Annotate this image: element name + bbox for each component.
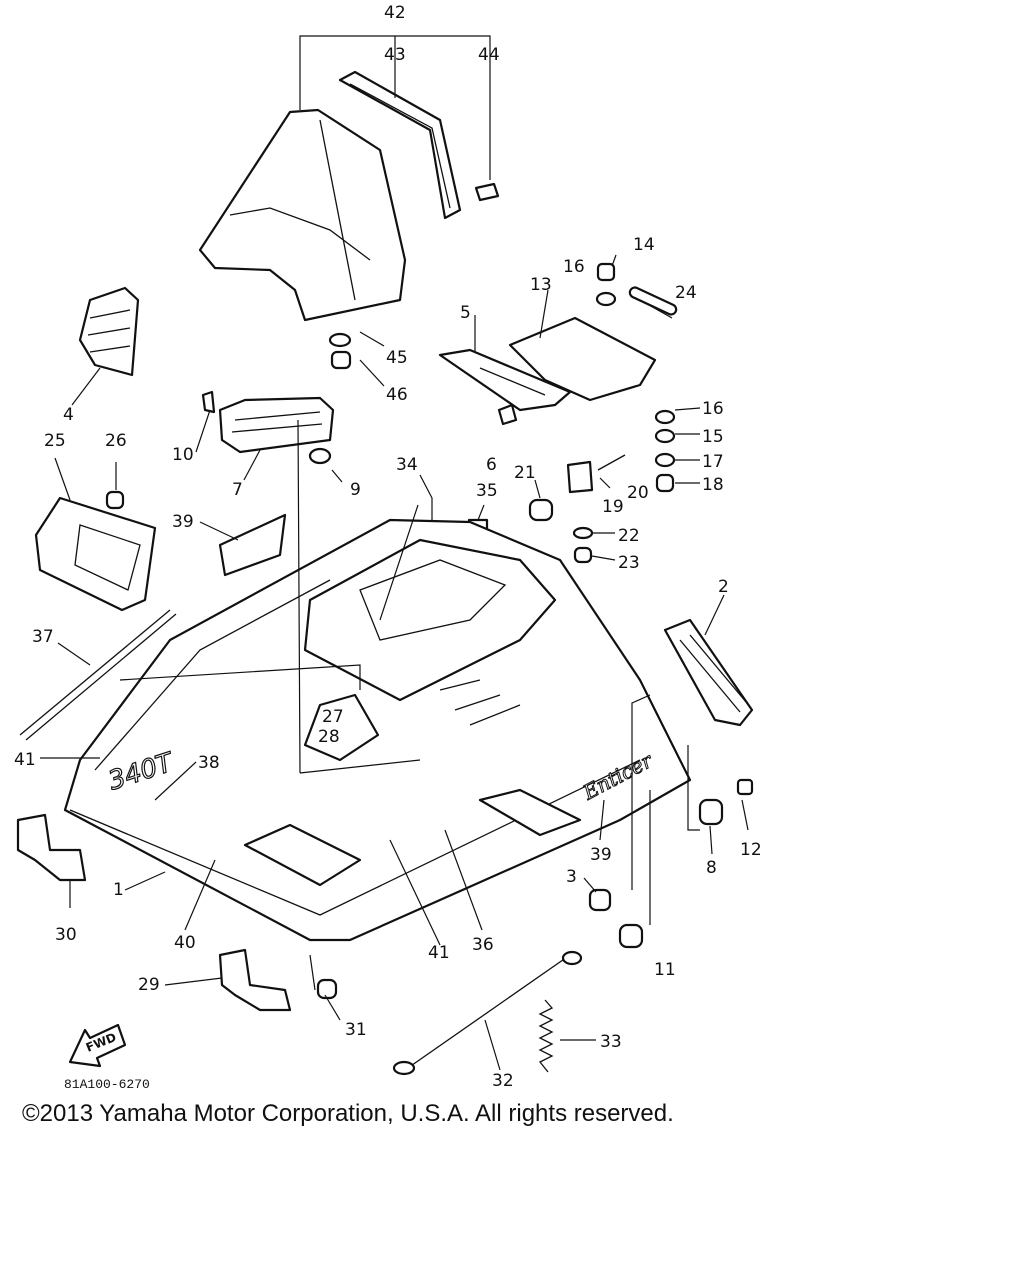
callout-16a: 16 bbox=[563, 257, 585, 277]
left-vent bbox=[78, 286, 140, 377]
callout-6: 6 bbox=[486, 455, 497, 475]
headlight-bezel bbox=[201, 390, 335, 465]
glove-box-lid bbox=[508, 316, 657, 402]
callout-16b: 16 bbox=[702, 399, 724, 419]
hood bbox=[63, 518, 692, 942]
spring bbox=[538, 999, 554, 1073]
copyright-notice: ©2013 Yamaha Motor Corporation, U.S.A. A… bbox=[22, 1100, 674, 1127]
hinge-30 bbox=[16, 813, 87, 882]
callout-24: 24 bbox=[675, 283, 697, 303]
parts-diagram: 1 2 3 4 5 6 7 8 9 10 11 12 13 14 15 16 1… bbox=[14, 3, 762, 1090]
callout-32: 32 bbox=[492, 1071, 514, 1090]
reference-code: 81A100-6270 bbox=[64, 1077, 150, 1090]
callout-38: 38 bbox=[198, 753, 220, 773]
callout-15: 15 bbox=[702, 427, 724, 447]
callout-42: 42 bbox=[384, 3, 406, 23]
callout-26: 26 bbox=[105, 431, 127, 451]
callout-36: 36 bbox=[472, 935, 494, 955]
washer-45 bbox=[328, 332, 352, 348]
callout-30: 30 bbox=[55, 925, 77, 945]
callout-37: 37 bbox=[32, 627, 54, 647]
callout-9: 9 bbox=[350, 480, 361, 500]
callout-8: 8 bbox=[706, 858, 717, 878]
hinge-29 bbox=[218, 948, 292, 1012]
callout-12: 12 bbox=[740, 840, 762, 860]
dash-panel bbox=[438, 348, 572, 412]
callout-41a: 41 bbox=[14, 750, 36, 770]
callout-3: 3 bbox=[566, 867, 577, 887]
fwd-arrow bbox=[68, 1023, 127, 1068]
callout-35: 35 bbox=[476, 481, 498, 501]
callout-1: 1 bbox=[113, 880, 124, 900]
windshield bbox=[198, 70, 500, 322]
callout-17: 17 bbox=[702, 452, 724, 472]
callout-34: 34 bbox=[396, 455, 418, 475]
callout-25: 25 bbox=[44, 431, 66, 451]
callout-46: 46 bbox=[386, 385, 408, 405]
hood-cable bbox=[392, 950, 583, 1076]
callout-43: 43 bbox=[384, 45, 406, 65]
callout-28: 28 bbox=[318, 727, 340, 747]
decal-39 bbox=[218, 513, 287, 577]
callout-19: 19 bbox=[602, 497, 624, 517]
callout-40: 40 bbox=[174, 933, 196, 953]
grommet-46 bbox=[330, 350, 352, 370]
callout-27: 27 bbox=[322, 707, 344, 727]
callout-29: 29 bbox=[138, 975, 160, 995]
callout-10: 10 bbox=[172, 445, 194, 465]
small-hardware bbox=[467, 262, 678, 564]
callout-33: 33 bbox=[600, 1032, 622, 1052]
callout-45: 45 bbox=[386, 348, 408, 368]
callout-21: 21 bbox=[514, 463, 536, 483]
callout-31: 31 bbox=[345, 1020, 367, 1040]
bushings bbox=[316, 778, 754, 1000]
callout-13: 13 bbox=[530, 275, 552, 295]
leader-lines bbox=[40, 35, 749, 1071]
callout-2: 2 bbox=[718, 577, 729, 597]
grille bbox=[663, 618, 754, 727]
callout-39b: 39 bbox=[590, 845, 612, 865]
callout-44: 44 bbox=[478, 45, 500, 65]
callout-11: 11 bbox=[654, 960, 676, 980]
callout-22: 22 bbox=[618, 526, 640, 546]
callout-18: 18 bbox=[702, 475, 724, 495]
callout-5: 5 bbox=[460, 303, 471, 323]
callout-20: 20 bbox=[627, 483, 649, 503]
callout-14: 14 bbox=[633, 235, 655, 255]
callout-23: 23 bbox=[618, 553, 640, 573]
callout-4: 4 bbox=[63, 405, 74, 425]
callout-39a: 39 bbox=[172, 512, 194, 532]
callout-41b: 41 bbox=[428, 943, 450, 963]
callout-7: 7 bbox=[232, 480, 243, 500]
side-panel bbox=[34, 490, 157, 612]
trim-strip bbox=[19, 609, 177, 741]
